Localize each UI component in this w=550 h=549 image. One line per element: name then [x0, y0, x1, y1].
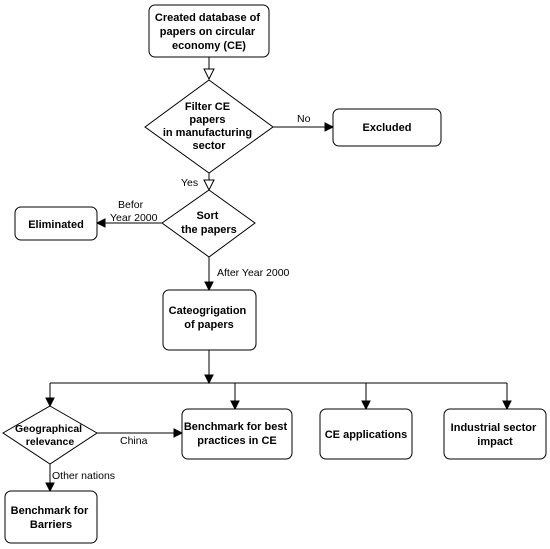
arrow-open-icon [203, 179, 215, 192]
node-benchmark-best [181, 408, 293, 460]
arrow-head-icon [173, 428, 184, 438]
edge-label-before-2000: Befor Year 2000 [110, 199, 158, 224]
arrow-head-icon [45, 397, 55, 408]
node-geo-label: Geographical relevance [15, 423, 85, 448]
node-eliminated [14, 206, 98, 241]
node-excluded-label: Excluded [363, 122, 412, 134]
edge-label-china: China [120, 435, 148, 447]
arrow-head-icon [95, 218, 106, 228]
node-sort-decision [161, 189, 256, 258]
node-filter-decision [144, 79, 274, 174]
node-created-database-label: Created database of papers on circular e… [155, 12, 263, 52]
node-benchmark-barriers [4, 490, 98, 544]
arrow-head-icon [502, 400, 512, 411]
arrow-head-icon [361, 400, 371, 411]
node-categorization [162, 289, 257, 351]
arrow-head-icon [45, 482, 55, 493]
node-geo-decision [2, 405, 98, 465]
node-sort-label: Sort the papers [181, 210, 237, 236]
node-excluded [332, 108, 442, 147]
node-ce-applications-label: CE applications [325, 429, 408, 441]
node-ce-applications [319, 408, 413, 460]
arrow-open-icon [203, 68, 215, 81]
arrow-head-icon [204, 281, 214, 292]
node-filter-label: Filter CE papers in manufacturing sector [163, 101, 255, 152]
node-eliminated-label: Eliminated [28, 219, 84, 231]
node-industrial-sector [443, 408, 547, 460]
node-benchmark-best-label: Benchmark for best practices in CE [184, 421, 290, 447]
arrow-head-icon [324, 122, 335, 132]
arrow-head-icon [204, 374, 214, 385]
edge-label-after-2000: After Year 2000 [217, 267, 290, 279]
node-created-database [148, 4, 270, 58]
edge-label-no: No [297, 113, 311, 125]
node-benchmark-barriers-label: Benchmark for Barriers [11, 505, 92, 531]
edge-label-yes: Yes [181, 177, 198, 189]
arrow-head-icon [230, 400, 240, 411]
edge-label-other-nations: Other nations [52, 470, 115, 482]
node-categorization-label: Cateogrigation of papers [169, 305, 250, 331]
node-industrial-sector-label: Industrial sector impact [451, 422, 540, 448]
